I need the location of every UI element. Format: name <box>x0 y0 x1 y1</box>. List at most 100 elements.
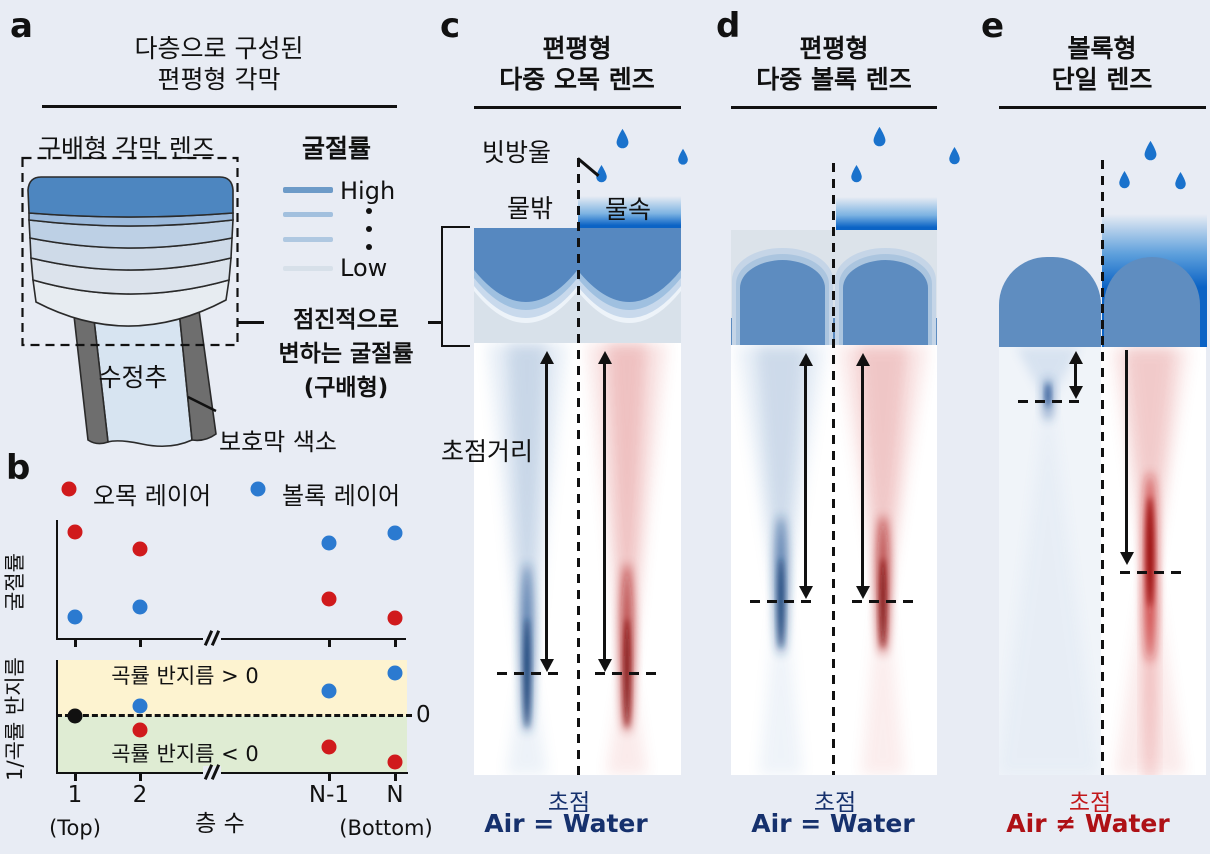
scatter-point-red <box>132 541 148 557</box>
legend-low-label: Low <box>340 254 388 282</box>
refractive-index-plot <box>56 520 406 640</box>
panel-d-divider-dashed <box>832 163 835 775</box>
gradient-note: 점진적으로 변하는 굴절률 (구배형) <box>262 300 430 402</box>
focus-dashed-line <box>750 600 814 603</box>
panel-d-water-band <box>836 197 937 230</box>
x-tick <box>74 640 77 647</box>
pigment-label: 보호막 색소 <box>218 428 338 456</box>
refractive-index-legend-title: 굴절률 <box>302 134 372 163</box>
refractive-index-ylabel: 굴절률 <box>3 553 27 611</box>
focus-dashed-line <box>595 672 659 675</box>
scatter-point-blue <box>132 599 148 615</box>
x-tick <box>394 640 397 647</box>
panel-d-title-line1: 편평형 <box>799 34 869 63</box>
raindrop-icon <box>1119 171 1130 189</box>
x-tick <box>328 774 331 781</box>
xtick-n1: N-1 <box>308 782 350 808</box>
xtick-1: 1 <box>67 782 83 808</box>
scatter-point-red <box>321 591 337 607</box>
scatter-point-black <box>67 708 83 724</box>
panel-e-underline <box>999 106 1206 109</box>
zero-line <box>56 714 412 717</box>
legend-line-mid1 <box>283 212 333 217</box>
negative-curvature-region <box>57 716 407 772</box>
x-tick <box>394 774 397 781</box>
scatter-point-blue <box>132 698 148 714</box>
short-focal-arrow <box>1069 351 1082 399</box>
panel-d-focus-label: 초점 <box>813 790 857 816</box>
panel-e-ray-caustics <box>999 347 1190 775</box>
x-tick <box>328 640 331 647</box>
note-connector-right <box>428 321 442 324</box>
focal-length-arrow <box>799 353 812 599</box>
xtick-n: N <box>386 782 404 808</box>
xtick-bottom-caption: (Bottom) <box>339 816 433 840</box>
scatter-point-blue <box>321 535 337 551</box>
panel-b-letter: b <box>6 448 31 488</box>
panel-d-title-line2: 다중 볼록 렌즈 <box>756 65 912 94</box>
panel-c-focus-label: 초점 <box>547 790 591 816</box>
positive-curvature-region <box>57 660 407 716</box>
panel-c-focus-note: Air = Water <box>484 809 648 838</box>
legend-swatch-concave <box>61 481 77 497</box>
gradient-note-line2: 변하는 굴절률 <box>278 341 414 367</box>
panel-d-lens <box>731 230 937 345</box>
panel-d-letter: d <box>716 6 741 46</box>
focus-dashed-line <box>852 600 918 603</box>
axis-break <box>203 632 221 644</box>
scatter-point-red <box>387 754 403 770</box>
focus-dashed-line <box>497 672 563 675</box>
cornea-lens-diagram <box>21 156 239 448</box>
ellipsis-dot <box>366 208 372 214</box>
focal-length-label: 초점거리 <box>441 437 534 466</box>
panel-a-title-underline <box>42 105 397 108</box>
panel-d-ray-caustics <box>736 345 928 775</box>
scatter-point-blue <box>67 609 83 625</box>
panel-e-focus-note: Air ≠ Water <box>1006 809 1170 838</box>
panel-c-letter: c <box>440 6 461 46</box>
x-tick <box>139 640 142 647</box>
panel-d-title: 편평형 다중 볼록 렌즈 <box>711 33 957 95</box>
legend-concave-label: 오목 레이어 <box>93 482 212 510</box>
xtick-top-caption: (Top) <box>49 816 101 840</box>
lens-bracket <box>441 226 470 347</box>
out-of-water-label: 물밖 <box>506 194 554 223</box>
raindrop-icon <box>873 126 886 147</box>
legend-line-high <box>283 187 333 193</box>
scatter-point-blue <box>387 525 403 541</box>
legend-line-low <box>283 266 333 271</box>
scatter-point-red <box>132 722 148 738</box>
scatter-point-red <box>387 610 403 626</box>
panel-a-title-line2: 편평형 각막 <box>157 65 281 94</box>
ellipsis-dot <box>366 244 372 250</box>
panel-c-ray-caustics <box>487 343 667 775</box>
panel-e-lens-dome-air <box>999 257 1101 347</box>
panel-c-water-band <box>578 196 681 228</box>
raindrop-icon <box>851 165 862 183</box>
axis-break <box>203 766 221 778</box>
focal-length-arrow <box>856 353 869 599</box>
panel-d-underline <box>731 106 937 109</box>
raindrop-icon <box>616 128 629 149</box>
note-connector-left <box>237 321 264 324</box>
panel-e-focus-label: 초점 <box>1068 790 1112 816</box>
long-focal-arrow <box>1120 350 1133 565</box>
curvature-plot <box>56 660 408 774</box>
xaxis-label: 층 수 <box>195 811 245 837</box>
legend-swatch-convex <box>250 481 266 497</box>
crystalline-cone-label: 수정추 <box>98 363 168 392</box>
legend-line-mid2 <box>283 237 333 242</box>
scatter-point-red <box>321 739 337 755</box>
panel-e-title-line2: 단일 렌즈 <box>1051 65 1153 94</box>
panel-a-title: 다층으로 구성된 편평형 각막 <box>69 33 369 95</box>
panel-a-title-line1: 다층으로 구성된 <box>134 34 304 63</box>
panel-c-title-line2: 다중 오목 렌즈 <box>499 65 655 94</box>
panel-c-underline <box>474 106 681 109</box>
raindrop-icon <box>1144 140 1157 161</box>
panel-e-title-line1: 볼록형 <box>1067 34 1137 63</box>
panel-d-focus-note: Air = Water <box>751 809 915 838</box>
scatter-point-blue <box>387 665 403 681</box>
focal-length-arrow <box>540 351 553 672</box>
positive-region-label: 곡률 반지름 > 0 <box>111 664 259 688</box>
panel-e-divider-dashed <box>1101 160 1104 775</box>
